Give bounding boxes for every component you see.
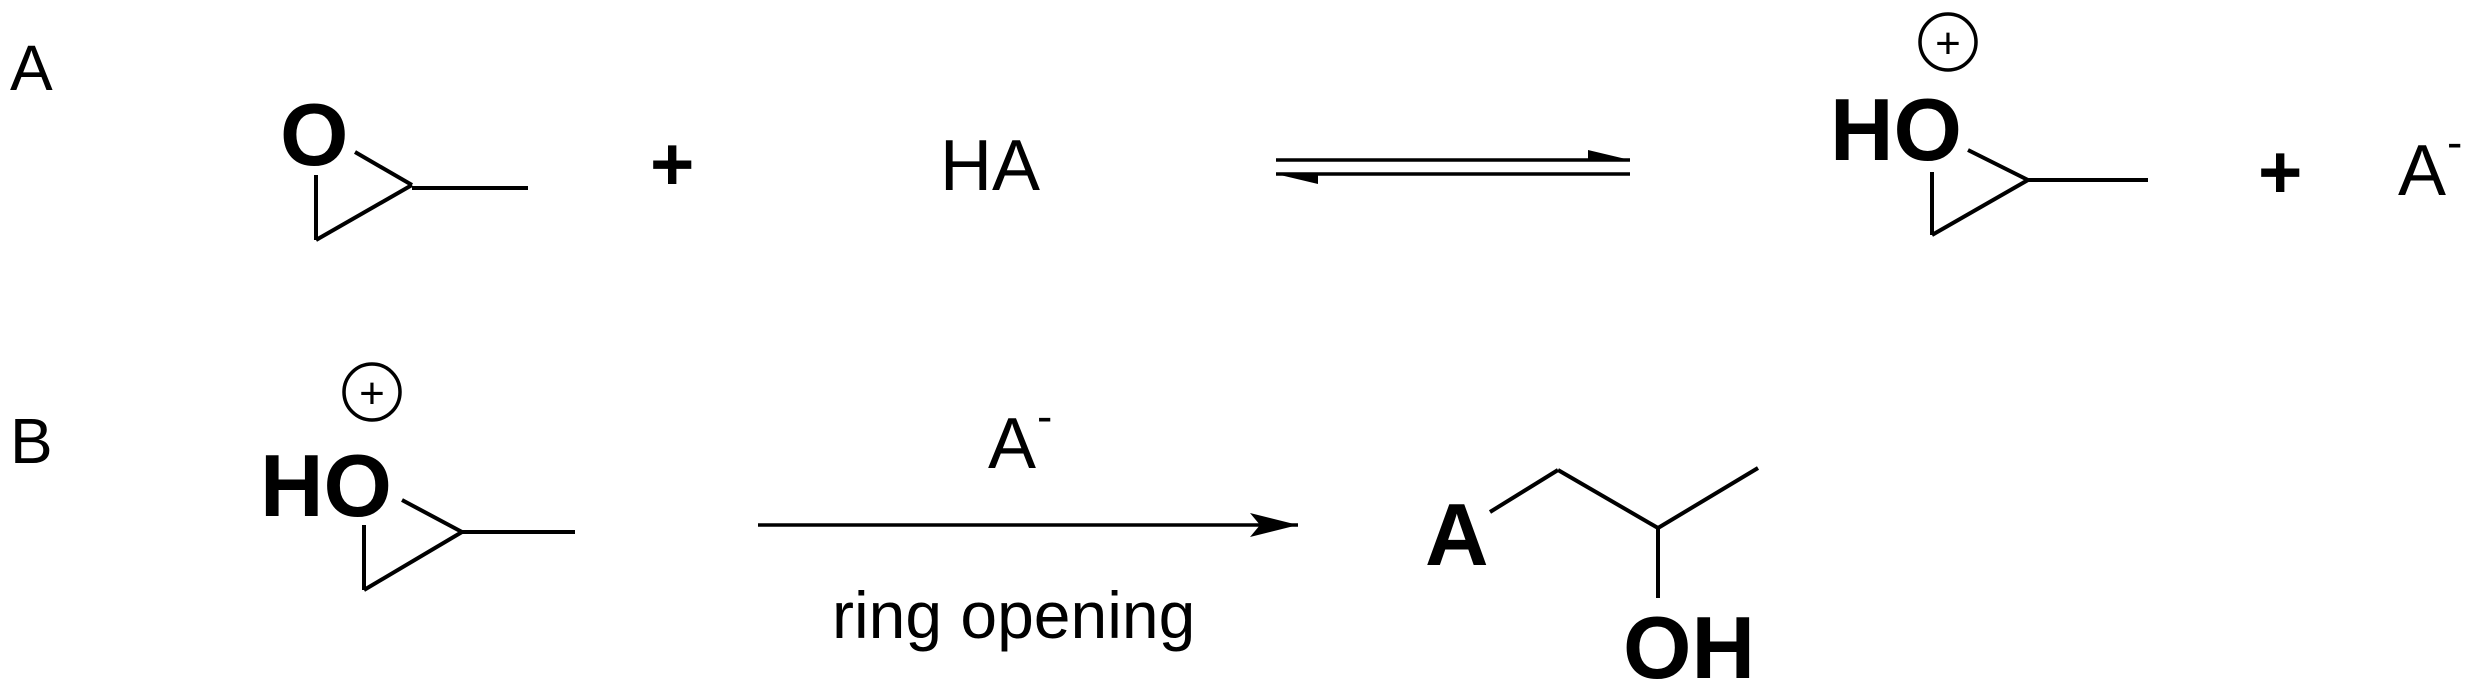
reagent-label: A — [988, 404, 1036, 484]
anion-label: A — [2398, 131, 2446, 211]
bond-a-ch2 — [1488, 468, 1560, 514]
condition-label: ring opening — [832, 578, 1195, 652]
acid-ha-label: HA — [940, 126, 1040, 206]
positive-charge-circle — [1918, 12, 1978, 72]
panel-label-b: B — [10, 405, 53, 477]
ring-bond-o-c — [1967, 148, 2029, 182]
epoxide-oxygen-label: O — [280, 85, 348, 184]
positive-charge-symbol-b: + — [359, 369, 385, 418]
positive-charge-circle-b — [342, 362, 402, 422]
hydroxonium-label: HO — [1830, 80, 1962, 179]
anion-charge: - — [2447, 116, 2462, 168]
ring-bond-ch2-c-b — [362, 530, 464, 592]
ring-bond-o-c-b — [401, 498, 463, 534]
forward-arrow-head — [1588, 150, 1630, 160]
plus-sign-1: + — [650, 122, 694, 207]
reaction-arrow-head — [1250, 513, 1298, 537]
bond-ch-methyl — [1656, 466, 1760, 530]
epoxide-ring-bond-ch2-c — [315, 183, 413, 242]
protonated-epoxide-product: + HO — [1830, 12, 2148, 237]
product-a-label: A — [1425, 485, 1489, 584]
protonated-epoxide-reactant: + HO — [260, 362, 575, 592]
reverse-arrow-head — [1276, 174, 1318, 184]
equilibrium-arrow — [1276, 150, 1630, 184]
product-oh-label: OH — [1623, 598, 1755, 688]
plus-sign-2: + — [2258, 130, 2302, 215]
ring-bond-ch2-c — [1931, 178, 2029, 237]
ring-opened-product: A OH — [1425, 466, 1760, 688]
reaction-arrow — [758, 513, 1298, 537]
positive-charge-symbol: + — [1935, 19, 1961, 68]
epoxide-ring-bond-o-c — [353, 150, 414, 187]
panel-label-a: A — [10, 32, 53, 104]
reagent-charge: - — [1037, 390, 1052, 442]
bond-ch2-ch — [1556, 468, 1660, 530]
hydroxonium-label-b: HO — [260, 436, 392, 535]
epoxide-reactant: O — [280, 85, 528, 242]
